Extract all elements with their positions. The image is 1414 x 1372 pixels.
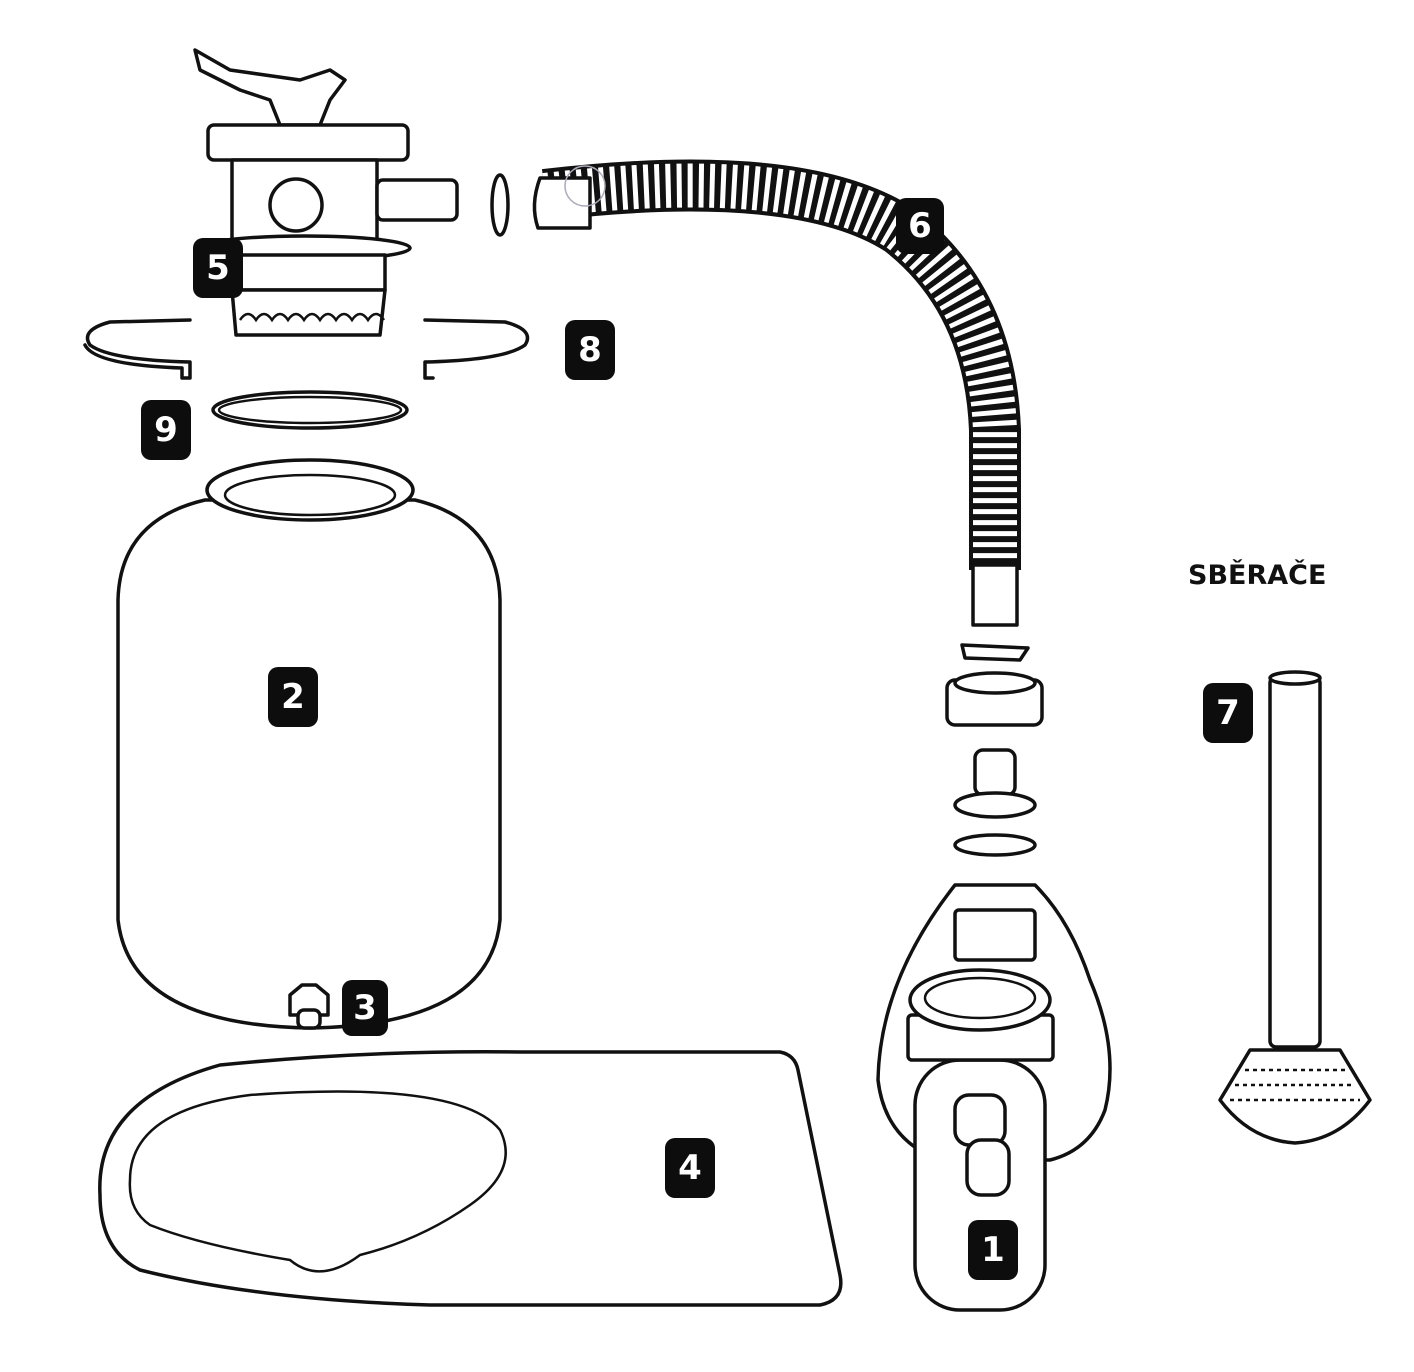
base-plate — [98, 1050, 843, 1307]
part-label-1: 1 — [968, 1220, 1018, 1280]
part-label-8: 8 — [565, 320, 615, 380]
filter-tank — [116, 458, 502, 1030]
o-ring — [211, 390, 409, 430]
skimmer — [1218, 670, 1372, 1145]
part-label-4: 4 — [665, 1138, 715, 1198]
part-label-3: 3 — [342, 980, 388, 1036]
part-label-7: 7 — [1203, 683, 1253, 743]
hose — [490, 159, 1021, 627]
skimmer-section-title: SBĚRAČE — [1188, 560, 1327, 591]
clamp-halves — [83, 318, 530, 380]
part-label-5: 5 — [193, 238, 243, 298]
pump-fittings — [945, 643, 1044, 857]
part-label-6: 6 — [896, 198, 944, 254]
part-label-2: 2 — [268, 667, 318, 727]
pump — [876, 883, 1112, 1312]
part-label-9: 9 — [141, 400, 191, 460]
multiport-valve — [193, 48, 459, 337]
